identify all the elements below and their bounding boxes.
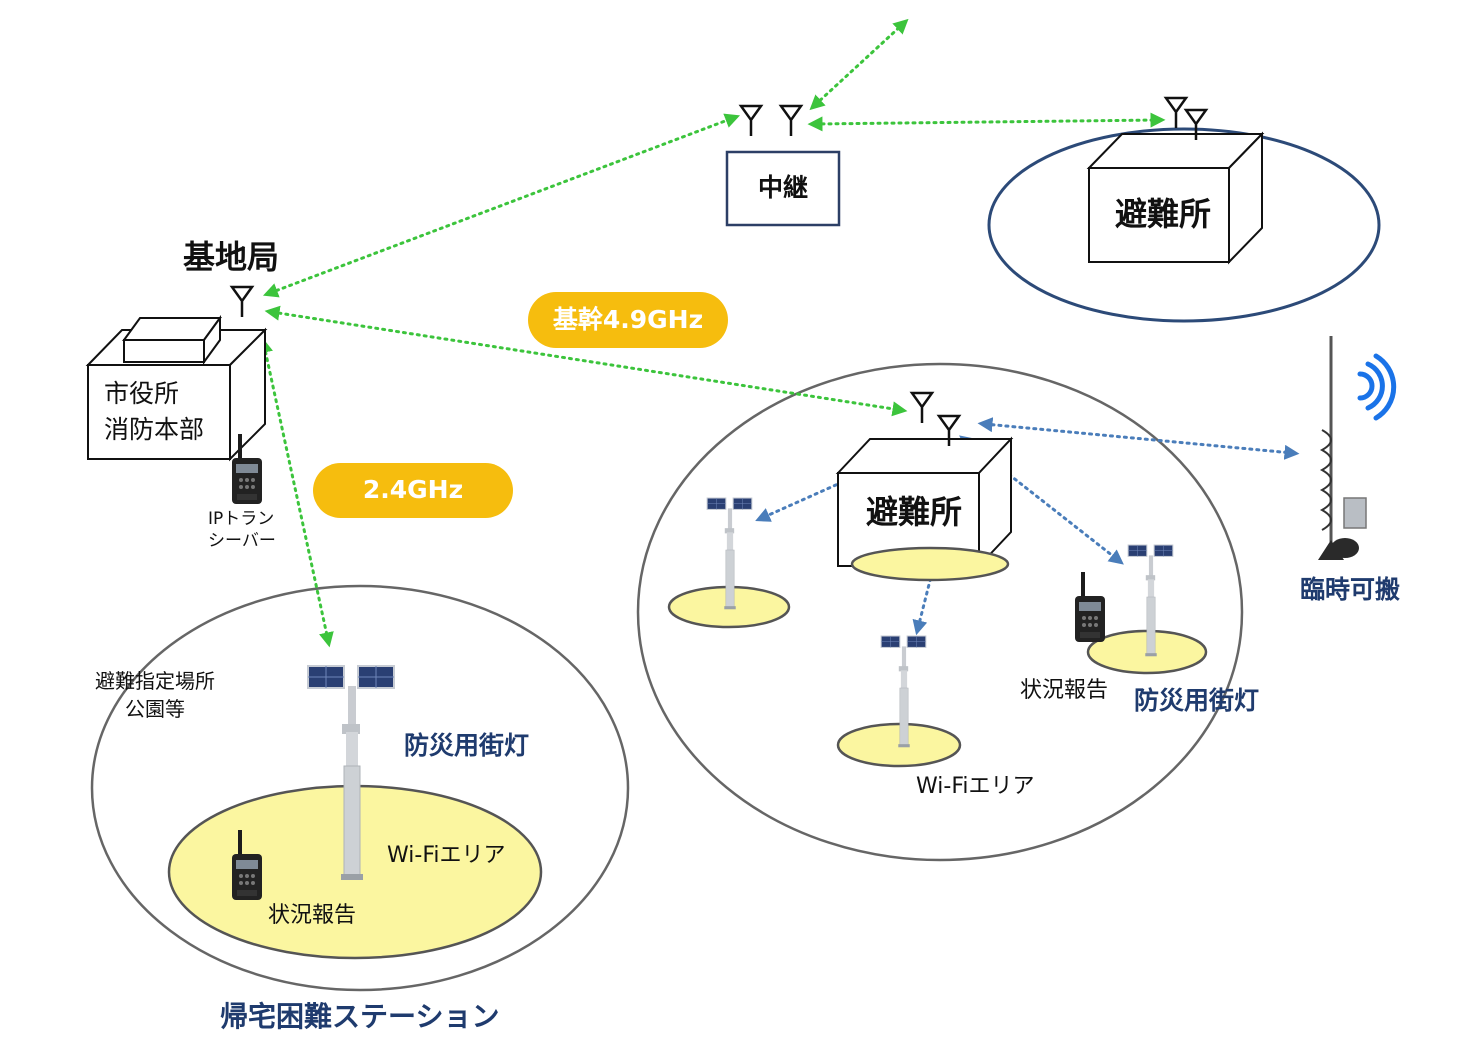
band-badge [313, 463, 513, 518]
shelter-center-label: 避難所 [866, 493, 962, 531]
antenna-icon [739, 104, 763, 138]
status-report-label-left: 状況報告 [268, 903, 356, 928]
shelter-center-building [835, 436, 1014, 582]
antenna-icon [230, 285, 254, 319]
backbone-links [258, 18, 1166, 648]
wifi-area-label-center: Wi-Fiエリア [916, 774, 1035, 799]
relay-box [725, 150, 841, 227]
homecoming-station-label: 帰宅困難ステーション [220, 1000, 499, 1033]
park-label: 公園等 [125, 697, 185, 721]
status-report-label-right: 状況報告 [1020, 678, 1108, 703]
radio-transceiver-icon [1075, 572, 1105, 642]
shelter-area-center [636, 362, 1244, 862]
antenna-icon [910, 391, 934, 425]
designated-area-label: 避難指定場所 [95, 669, 215, 693]
band-badge-label: 2.4GHz [363, 475, 463, 504]
city-hall-building [85, 314, 268, 462]
streetlight-label-right: 防災用街灯 [1134, 686, 1259, 715]
homecoming-station-area [90, 584, 630, 992]
base-station-label: 基地局 [183, 238, 279, 276]
backbone-badge [528, 292, 728, 348]
temporary-portable-label: 臨時可搬 [1300, 575, 1400, 604]
city-hall-label: 市役所 [104, 379, 179, 408]
shelter-top-label: 避難所 [1115, 195, 1211, 233]
antenna-icon [1164, 96, 1188, 130]
shelter-top-building [1086, 131, 1265, 265]
antenna-icon [779, 104, 803, 138]
relay-label: 中継 [758, 173, 808, 202]
streetlight-label-left: 防災用街灯 [404, 731, 529, 760]
portable-mast-icon [1318, 336, 1367, 560]
ip-transceiver-label: IPトラン [208, 509, 274, 529]
wifi-area-label-left: Wi-Fiエリア [387, 843, 506, 868]
backbone-badge-label: 基幹4.9GHz [553, 305, 703, 334]
wireless-signal-icon [1357, 353, 1397, 421]
fire-hq-label: 消防本部 [104, 415, 204, 444]
ip-transceiver-label-2: シーバー [208, 531, 276, 551]
shelter-area-top [987, 127, 1381, 323]
